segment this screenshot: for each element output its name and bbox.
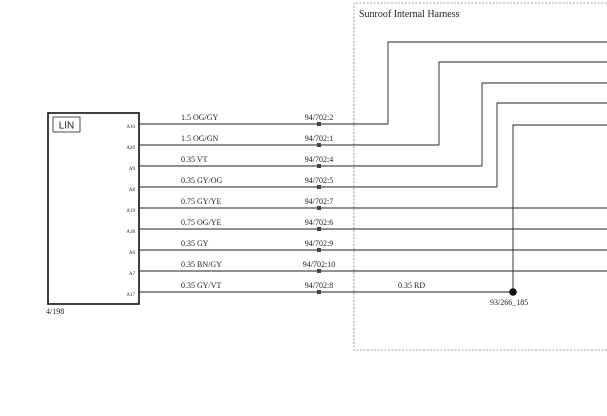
harness-routing: [387, 41, 607, 290]
route-wire-3: [481, 82, 607, 166]
wire-spec: 1.5 OG/GN: [181, 134, 219, 143]
harness-boundary: [353, 2, 607, 351]
wire-spec: 0.75 GY/YE: [181, 197, 222, 206]
wire-row: A8 0.35 GY/OG 94/702:5: [129, 176, 497, 193]
wire-row: A19 0.75 GY/YE 94/702:7: [126, 197, 607, 214]
connector-marker: [317, 206, 321, 210]
connector-pin: 94/702:6: [305, 218, 333, 227]
wire-row: A18 0.75 OG/YE 94/702:6: [126, 218, 607, 235]
wire-spec: 1.5 OG/GY: [181, 113, 219, 122]
pin-label: A6: [129, 251, 136, 256]
wire-row: A10 1.5 OG/GY 94/702:2: [126, 113, 388, 130]
connector-marker: [317, 227, 321, 231]
wire-row: A20 1.5 OG/GN 94/702:1: [126, 134, 439, 151]
pin-label: A18: [126, 230, 135, 235]
pin-label: A10: [126, 125, 135, 130]
pin-label: A9: [129, 167, 136, 172]
splice-id: 93/266_185: [490, 298, 528, 307]
module-label: LIN: [59, 121, 75, 132]
wire-spec: 0.35 GY/OG: [181, 176, 223, 185]
wire-spec: 0.35 BN/GY: [181, 260, 222, 269]
route-wire-1: [387, 41, 607, 124]
wire-spec: 0.75 OG/YE: [181, 218, 222, 227]
splice-wire-label: 0.35 RD: [398, 281, 425, 290]
wire-spec: 0.35 GY: [181, 239, 209, 248]
connector-pin: 94/702:1: [305, 134, 333, 143]
connector-marker: [317, 185, 321, 189]
connector-pin: 94/702:5: [305, 176, 333, 185]
pin-label: A7: [129, 272, 136, 277]
connector-pin: 94/702:7: [305, 197, 333, 206]
connector-pin: 94/702:4: [305, 155, 333, 164]
connector-pin: 94/702:9: [305, 239, 333, 248]
wire-spec: 0.35 GY/VT: [181, 281, 222, 290]
pin-label: A8: [129, 188, 136, 193]
wire-row: A6 0.35 GY 94/702:9: [129, 239, 607, 256]
wire-row: A9 0.35 VT 94/702:4: [129, 155, 482, 172]
module-reference: 4/198: [46, 307, 64, 316]
connector-marker: [317, 269, 321, 273]
connector-marker: [317, 248, 321, 252]
connector-marker: [317, 164, 321, 168]
harness-title: Sunroof Internal Harness: [359, 9, 460, 20]
connector-pin: 94/702:8: [305, 281, 333, 290]
wire-row: A17 0.35 GY/VT 94/702:8: [126, 281, 513, 298]
pin-label: A17: [126, 293, 135, 298]
wire-row: A7 0.35 BN/GY 94/702:10: [129, 260, 607, 277]
route-wire-5: [512, 124, 607, 290]
connector-pin: 94/702:10: [303, 260, 335, 269]
route-wire-2: [438, 61, 607, 145]
connector-pin: 94/702:2: [305, 113, 333, 122]
route-wire-4: [496, 102, 607, 187]
pin-label: A20: [126, 146, 135, 151]
connector-marker: [317, 143, 321, 147]
pin-label: A19: [126, 209, 135, 214]
splice-dot: [509, 288, 517, 296]
wire-spec: 0.35 VT: [181, 155, 208, 164]
splice-group: [509, 288, 517, 296]
connector-marker: [317, 122, 321, 126]
connector-marker: [317, 290, 321, 294]
control-module: [47, 112, 140, 305]
